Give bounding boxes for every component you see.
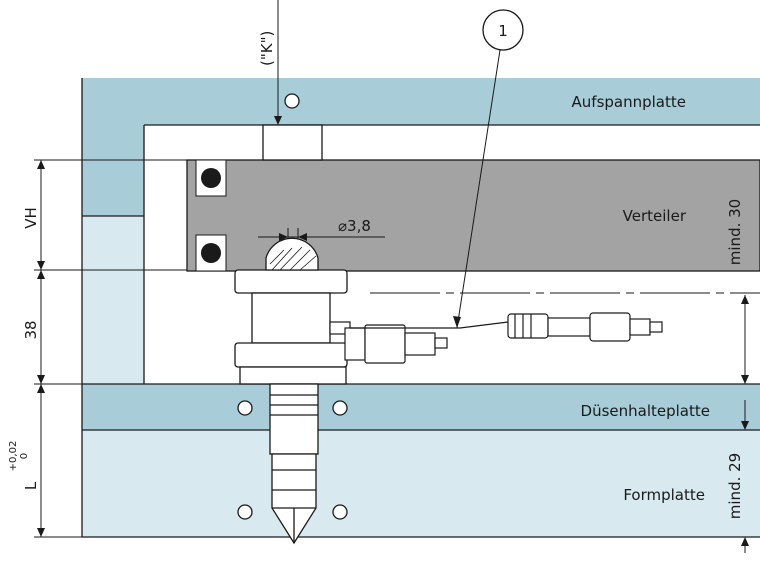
dim-l: L — [22, 481, 40, 490]
left-side-region — [82, 216, 144, 384]
label-aufspannplatte: Aufspannplatte — [572, 93, 686, 111]
callout-arrow — [453, 316, 461, 328]
dim-diameter: ⌀3,8 — [338, 217, 371, 235]
callout-leader — [456, 49, 501, 329]
label-verteiler: Verteiler — [623, 207, 687, 225]
dim-vh: VH — [22, 207, 40, 229]
dim-k: ("K") — [258, 31, 276, 66]
dim-tol-lower: 0 — [19, 453, 30, 459]
label-formplatte: Formplatte — [623, 486, 705, 504]
callout-circle — [482, 9, 524, 51]
o-ring-seals — [195, 159, 227, 272]
dim-38: 38 — [22, 320, 40, 339]
nozzle-assembly — [234, 237, 348, 545]
arrow-heads — [37, 116, 749, 546]
label-duesenhalteplatte: Düsenhalteplatte — [581, 402, 710, 420]
dim-mind29: mind. 29 — [726, 453, 744, 519]
centering-insert — [262, 124, 323, 161]
holes — [237, 93, 348, 520]
plate-outlines — [81, 78, 760, 538]
thermocouple-connector — [329, 312, 663, 364]
dim-mind30: mind. 30 — [726, 199, 744, 265]
dim-tol-upper: +0,02 — [8, 441, 19, 472]
aufspannplatte-plate — [82, 78, 760, 216]
callout-number: 1 — [498, 22, 508, 40]
duesenhalteplatte-plate — [82, 384, 760, 430]
plug-hatching — [269, 246, 317, 271]
formplatte-plate — [82, 430, 760, 537]
